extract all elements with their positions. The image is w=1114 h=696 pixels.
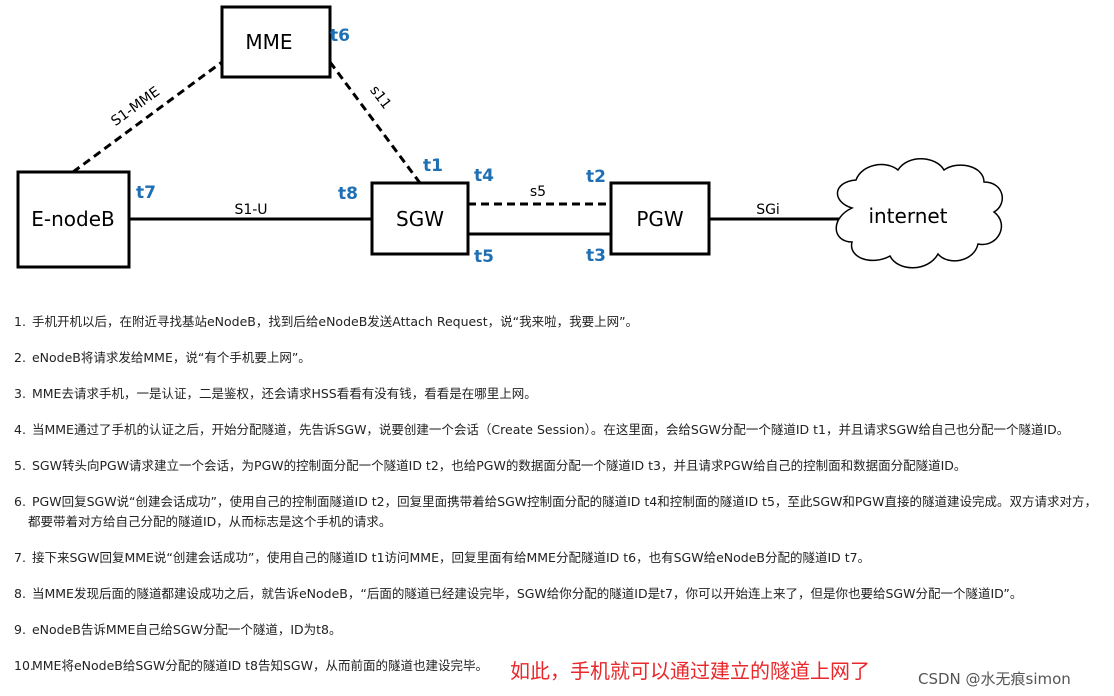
sgi-label: SGi: [756, 202, 780, 218]
step-item: 4. 当MME通过了手机的认证之后，开始分配隧道，先告诉SGW，说要创建一个会话…: [14, 422, 1070, 437]
tunnel-id-t2: t2: [586, 167, 606, 187]
tunnel-id-t5: t5: [474, 247, 494, 267]
internet-cloud: internet: [835, 158, 1004, 269]
sgw-node: SGW: [370, 181, 470, 256]
tunnel-id-t4: t4: [474, 166, 494, 186]
tunnel-id-t3: t3: [586, 246, 606, 266]
tunnel-id-t8: t8: [338, 184, 358, 204]
lte-tunnel-diagram: MME E-nodeB SGW PGW internet S1-MME s11 …: [16, 5, 1004, 269]
s1-mme-link: [72, 60, 223, 174]
step-item: 3. MME去请求手机，一是认证，二是鉴权，还会请求HSS看看有没有钱，看看是在…: [14, 386, 537, 401]
mme-node: MME: [220, 5, 332, 79]
tunnel-id-t1: t1: [423, 156, 443, 176]
s11-link: [328, 61, 422, 184]
conclusion-note: 如此，手机就可以通过建立的隧道上网了: [510, 659, 870, 683]
tunnel-id-t6: t6: [330, 26, 350, 46]
sgw-label: SGW: [396, 207, 444, 231]
step-item: 9. eNodeB告诉MME自己给SGW分配一个隧道，ID为t8。: [14, 622, 342, 637]
internet-label: internet: [868, 204, 947, 228]
s1-u-label: S1-U: [234, 202, 267, 218]
step-item: 8. 当MME发现后面的隧道都建设成功之后，就告诉eNodeB，“后面的隧道已经…: [14, 586, 1023, 601]
step-item: 7. 接下来SGW回复MME说“创建会话成功”，使用自己的隧道ID t1访问MM…: [14, 550, 871, 565]
s1-mme-label: S1-MME: [108, 84, 163, 130]
step-item: 1. 手机开机以后，在附近寻找基站eNodeB，找到后给eNodeB发送Atta…: [14, 314, 639, 329]
step-item: 10. MME将eNodeB给SGW分配的隧道ID t8告知SGW，从而前面的隧…: [14, 658, 488, 673]
enodeb-label: E-nodeB: [31, 207, 115, 231]
s5-label: s5: [530, 184, 546, 200]
step-item: 5. SGW转头向PGW请求建立一个会话，为PGW的控制面分配一个隧道ID t2…: [14, 458, 967, 473]
csdn-watermark: CSDN @水无痕simon: [918, 670, 1071, 688]
pgw-node: PGW: [609, 181, 711, 256]
tunnel-id-t7: t7: [136, 183, 156, 203]
step-item: 6. PGW回复SGW说“创建会话成功”，使用自己的控制面隧道ID t2，回复里…: [14, 494, 1097, 529]
enodeb-node: E-nodeB: [16, 170, 131, 269]
s11-label: s11: [366, 83, 394, 113]
pgw-label: PGW: [636, 207, 684, 231]
step-item: 2. eNodeB将请求发给MME，说“有个手机要上网”。: [14, 350, 311, 365]
mme-label: MME: [245, 30, 292, 54]
attach-steps-list: 1. 手机开机以后，在附近寻找基站eNodeB，找到后给eNodeB发送Atta…: [14, 312, 1104, 692]
